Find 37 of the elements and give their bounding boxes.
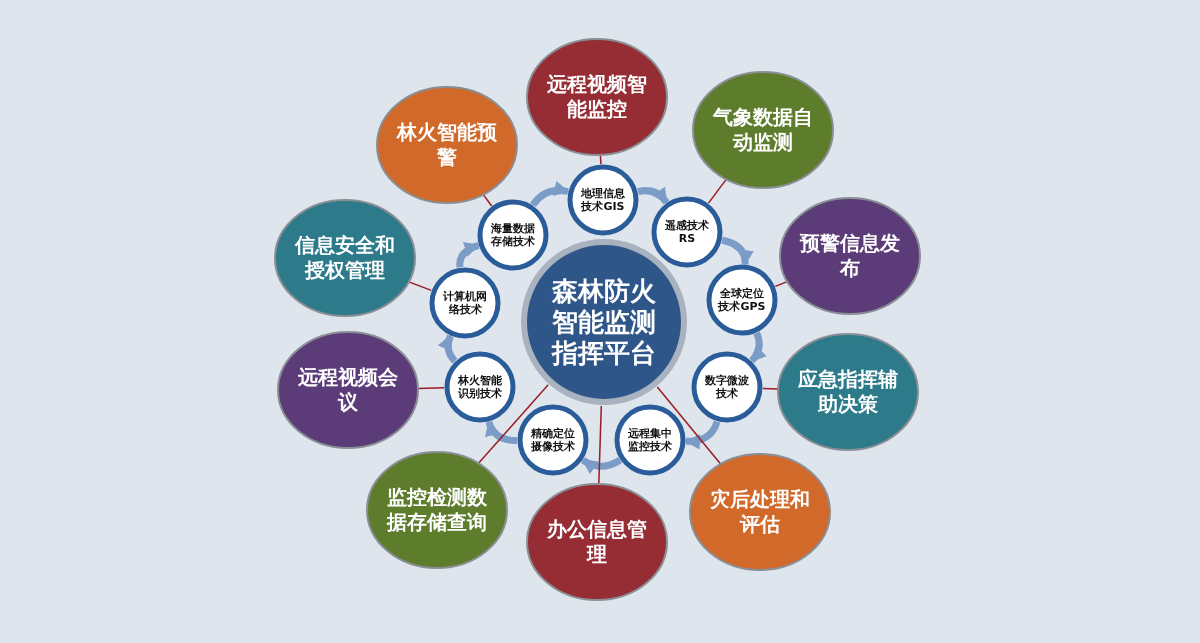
technology-circle: 远程集中监控技术 — [614, 404, 686, 476]
function-ellipse: 灾后处理和评估 — [690, 454, 830, 570]
arrow — [530, 181, 570, 208]
connector-line — [656, 386, 722, 465]
connector-line — [477, 384, 549, 465]
arrow — [485, 420, 518, 444]
arrow — [581, 457, 622, 474]
function-ellipse: 信息安全和授权管理 — [275, 200, 415, 316]
arrow — [721, 236, 754, 266]
arrow — [438, 334, 458, 364]
connector-line — [408, 281, 433, 292]
technology-circle: 遥感技术RS — [651, 196, 723, 268]
technology-circle: 精确定位摄像技术 — [517, 404, 589, 476]
connector-line — [762, 387, 779, 390]
function-ellipse: 预警信息发布 — [780, 198, 920, 314]
connector-line — [482, 193, 493, 207]
arrow — [637, 186, 670, 205]
technology-circle: 海量数据存储技术 — [477, 199, 549, 271]
function-ellipse: 气象数据自动监测 — [693, 72, 833, 188]
function-ellipse: 监控检测数据存储查询 — [367, 452, 507, 568]
function-ellipse: 林火智能预警 — [377, 87, 517, 203]
function-ellipse: 应急指挥辅助决策 — [778, 334, 918, 450]
technology-circle: 林火智能识别技术 — [444, 351, 516, 423]
function-ellipse: 远程视频智能监控 — [527, 39, 667, 155]
connector-line — [707, 178, 727, 204]
connector-line — [417, 387, 445, 390]
connector-line — [598, 405, 603, 485]
technology-circle: 计算机网络技术 — [429, 267, 501, 339]
function-ellipse: 远程视频会议 — [278, 332, 418, 448]
technology-circle: 全球定位技术GPS — [706, 264, 778, 336]
connector-line — [774, 280, 788, 288]
function-ellipse: 办公信息管理 — [527, 484, 667, 600]
arrow — [684, 420, 721, 450]
technology-circle: 数字微波技术 — [691, 351, 763, 423]
arrow — [456, 242, 480, 268]
arrow — [749, 331, 767, 364]
technology-circle: 地理信息技术GIS — [567, 164, 639, 236]
